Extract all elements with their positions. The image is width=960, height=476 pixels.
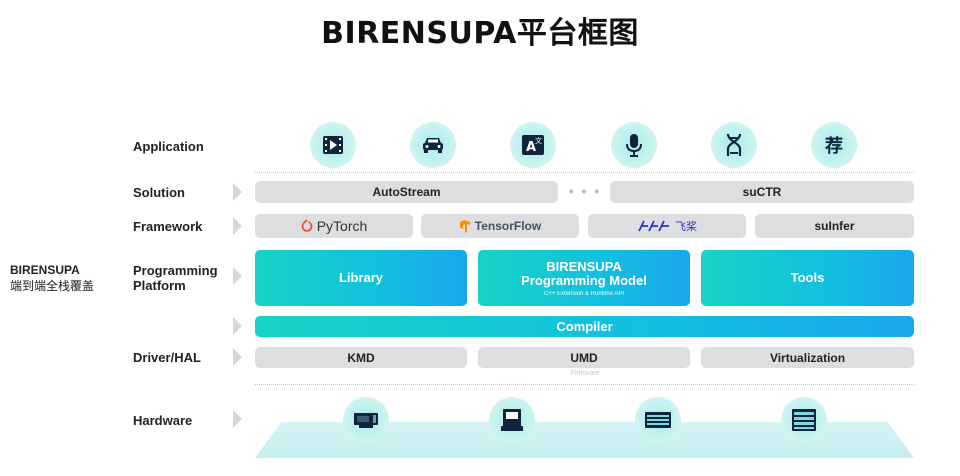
microphone-icon <box>611 122 657 168</box>
translate-icon-letter: A <box>526 140 536 155</box>
layer-label-programming: Programming Platform <box>133 263 218 293</box>
model-line2: Programming Model <box>521 272 647 288</box>
programming-tools: Tools <box>701 250 914 306</box>
layer-label-application: Application <box>133 139 204 154</box>
library-label: Library <box>338 270 384 285</box>
chevron-right-icon <box>233 183 242 201</box>
driver-umd: UMD <box>478 347 690 368</box>
divider-dotted <box>255 384 914 385</box>
tools-label: Tools <box>790 270 825 285</box>
paddle-logo-icon <box>638 220 669 232</box>
solution-suctr: suCTR <box>610 181 914 203</box>
divider-dotted <box>255 172 914 173</box>
chevron-right-icon <box>233 267 242 285</box>
solution-autostream: AutoStream <box>255 181 558 203</box>
dna-icon <box>711 122 757 168</box>
layer-label-hardware: Hardware <box>133 413 193 428</box>
chevron-right-icon <box>233 317 242 335</box>
side-label: BIRENSUPA 端到端全栈覆盖 <box>10 262 120 294</box>
side-label-line2: 端到端全栈覆盖 <box>10 279 95 293</box>
framework-suinfer: suInfer <box>755 214 914 238</box>
pytorch-label: PyTorch <box>316 218 368 234</box>
layer-label-solution: Solution <box>133 185 185 200</box>
car-icon <box>410 122 456 168</box>
recommend-icon: 荐 <box>811 122 857 168</box>
solution-ellipsis: • • • <box>568 183 602 199</box>
server-icon <box>489 397 535 443</box>
layer-label-driver: Driver/HAL <box>133 350 201 365</box>
translate-icon-sup: 文 <box>535 136 542 145</box>
framework-tensorflow: TensorFlow <box>421 214 579 238</box>
rack-server-icon <box>635 397 681 443</box>
recommend-icon-glyph: 荐 <box>825 136 843 157</box>
framework-paddle: 飞桨 <box>588 214 746 238</box>
programming-library: Library <box>255 250 467 306</box>
model-subtitle: C++ Extension & Runtime API <box>543 290 625 297</box>
chevron-right-icon <box>233 348 242 366</box>
chevron-right-icon <box>233 217 242 235</box>
driver-kmd: KMD <box>255 347 467 368</box>
firmware-label: Firmware <box>570 370 600 377</box>
tensorflow-label: TensorFlow <box>474 219 542 233</box>
pcie-card-icon <box>343 397 389 443</box>
layer-label-framework: Framework <box>133 219 203 234</box>
chevron-right-icon <box>233 410 242 428</box>
model-line1: BIRENSUPA <box>546 258 622 274</box>
paddle-label: 飞桨 <box>675 221 697 233</box>
compiler-bar: Compiler <box>255 316 914 337</box>
programming-model: BIRENSUPA Programming Model C++ Extensio… <box>478 250 690 306</box>
page-title: BIRENSUPA平台框图 <box>321 16 639 51</box>
video-play-icon <box>310 122 356 168</box>
tensorflow-logo-icon <box>459 219 470 233</box>
framework-pytorch: PyTorch <box>255 214 413 238</box>
layer-label-programming-line2: Platform <box>133 278 186 293</box>
pytorch-logo-icon <box>301 219 313 232</box>
compiler-label: Compiler <box>556 318 613 334</box>
translate-icon: A 文 <box>510 122 556 168</box>
driver-virtualization: Virtualization <box>701 347 914 368</box>
layer-label-programming-line1: Programming <box>133 263 218 278</box>
storage-server-icon <box>781 397 827 443</box>
side-label-line1: BIRENSUPA <box>10 263 80 277</box>
